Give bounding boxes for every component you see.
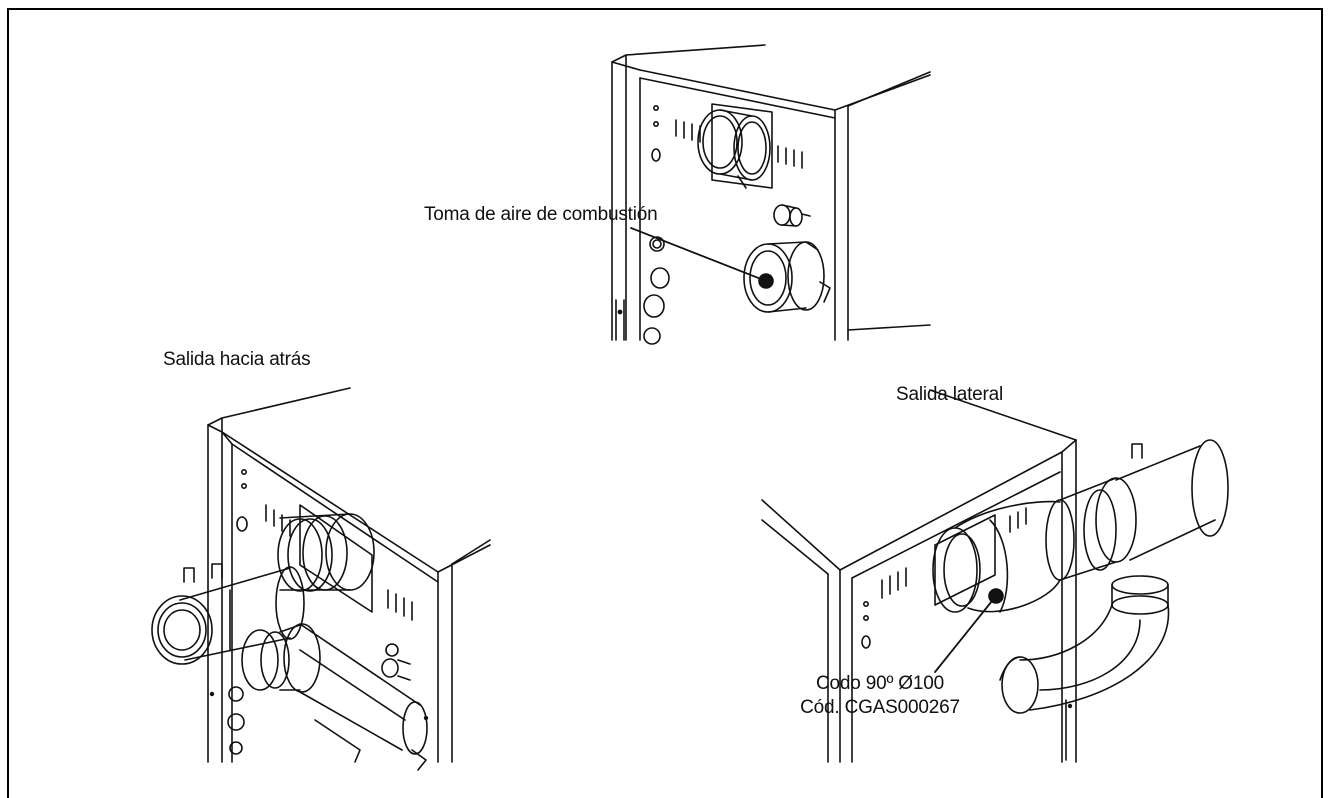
side-outlet-drawing xyxy=(762,390,1228,762)
top-boiler-drawing xyxy=(612,45,930,344)
elbow-label-line2: Cód. CGAS000267 xyxy=(800,697,960,718)
elbow-label: Codo 90º Ø100 Cód. CGAS000267 xyxy=(780,672,980,720)
air-intake-label: Toma de aire de combustión xyxy=(424,204,658,225)
side-outlet-label: Salida lateral xyxy=(896,384,1004,405)
rear-outlet-label: Salida hacia atrás xyxy=(163,349,311,370)
elbow-label-line1: Codo 90º Ø100 xyxy=(816,673,944,694)
figure-frame xyxy=(7,8,1323,798)
rear-outlet-drawing xyxy=(152,388,490,770)
